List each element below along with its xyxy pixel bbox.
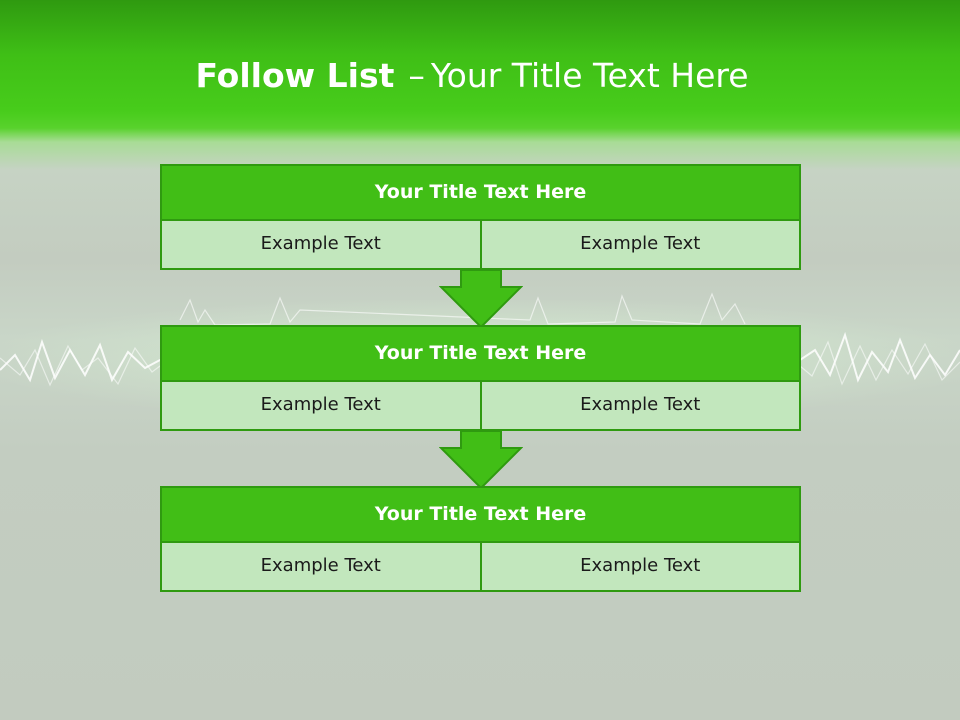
block-cell-right: Example Text — [479, 221, 800, 268]
block-cell-right: Example Text — [479, 382, 800, 429]
flow-block-2: Your Title Text Here Example Text Exampl… — [160, 325, 801, 431]
down-arrow-icon — [439, 270, 523, 328]
title-bold-part: Follow List — [195, 56, 395, 95]
block-title: Your Title Text Here — [160, 325, 801, 382]
block-title: Your Title Text Here — [160, 486, 801, 543]
block-body: Example Text Example Text — [160, 543, 801, 592]
block-title: Your Title Text Here — [160, 164, 801, 221]
flow-block-3: Your Title Text Here Example Text Exampl… — [160, 486, 801, 592]
block-cell-left: Example Text — [260, 394, 381, 415]
block-cell-left: Example Text — [260, 555, 381, 576]
title-rest-part: Your Title Text Here — [430, 56, 749, 95]
block-cell-left: Example Text — [260, 233, 381, 254]
down-arrow-icon — [439, 431, 523, 489]
title-separator: – — [408, 56, 425, 95]
block-body: Example Text Example Text — [160, 221, 801, 270]
flow-block-1: Your Title Text Here Example Text Exampl… — [160, 164, 801, 270]
block-cell-right: Example Text — [479, 543, 800, 590]
block-body: Example Text Example Text — [160, 382, 801, 431]
slide-title: Follow List–Your Title Text Here — [0, 52, 944, 100]
